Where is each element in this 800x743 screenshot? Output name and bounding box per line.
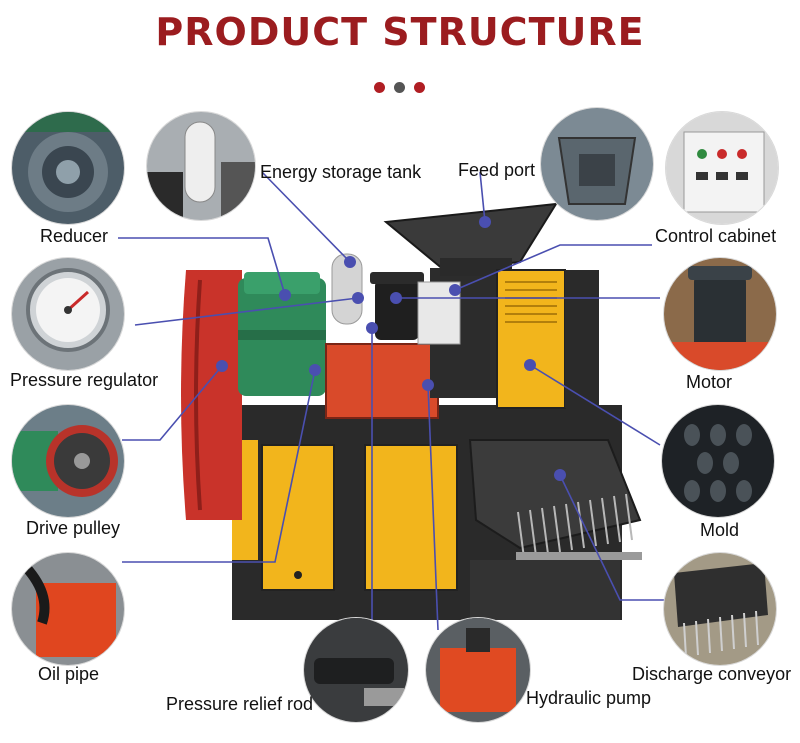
machine-hopper-neck: [440, 258, 512, 276]
label-pressure-regulator: Pressure regulator: [10, 370, 159, 390]
machine-conveyor-belt: [468, 439, 642, 550]
leader-pressure-regulator: [134, 297, 359, 326]
label-reducer: Reducer: [40, 226, 109, 246]
oil-pipe-icon: [12, 553, 124, 665]
cabinet-vents: [505, 281, 557, 323]
leader-lines: [118, 171, 672, 631]
machine-red-guard-edge: [194, 279, 202, 511]
machine-red-guard: [181, 270, 242, 520]
title-divider-dots: [374, 82, 428, 94]
leader-discharge-conveyor: [559, 474, 672, 601]
machine-storage-tank: [331, 253, 363, 325]
label-control-cabinet: Control cabinet: [655, 226, 777, 246]
pulley-icon: [12, 405, 124, 517]
divider-dot: [414, 82, 425, 93]
conveyor-icon: [664, 553, 776, 665]
label-pressure-relief-rod: Pressure relief rod: [166, 694, 314, 714]
machine-conveyor-frame: [516, 552, 642, 560]
machine-reducer-band: [238, 330, 326, 340]
label-drive-pulley: Drive pulley: [26, 518, 121, 538]
label-hydraulic-pump: Hydraulic pump: [526, 688, 652, 708]
leader-feed-port: [479, 171, 486, 223]
leader-control-cabinet: [454, 244, 652, 291]
leader-endpoints: [216, 216, 566, 481]
label-discharge-conveyor: Discharge conveyor: [632, 664, 792, 684]
machine-door-left: [261, 444, 335, 591]
hopper-icon: [541, 108, 653, 220]
machine-base-skirt: [470, 560, 620, 620]
leader-drive-pulley: [122, 365, 223, 441]
control-panel-icon: [666, 112, 778, 224]
leader-oil-pipe: [122, 369, 316, 563]
machine-door-middle: [364, 444, 458, 591]
label-mold: Mold: [700, 520, 740, 540]
hydraulic-pump-icon: [426, 618, 530, 722]
page-title: PRODUCT STRUCTURE: [155, 10, 645, 54]
label-oil-pipe: Oil pipe: [38, 664, 100, 684]
label-feed-port: Feed port: [458, 160, 536, 180]
machine-hydraulic-tank: [325, 343, 439, 419]
divider-dot: [394, 82, 405, 93]
machine-side-cabinet: [496, 269, 566, 409]
gear-reducer-icon: [12, 112, 124, 224]
label-motor: Motor: [686, 372, 733, 392]
machine-frame-right: [565, 270, 599, 408]
leader-hydraulic-pump: [427, 384, 439, 631]
machine-motor-cap: [370, 272, 424, 284]
motor-icon: [664, 258, 776, 370]
label-energy-storage-tank: Energy storage tank: [260, 162, 422, 182]
accumulator-tank-icon: [147, 112, 255, 220]
relief-rod-icon: [304, 618, 408, 722]
leader-mold: [529, 364, 661, 446]
divider-dot: [374, 82, 385, 93]
pressure-gauge-icon: [12, 258, 124, 370]
conveyor-comb: [517, 493, 633, 559]
mold-roller-icon: [662, 405, 774, 517]
leader-energy-tank: [261, 171, 351, 263]
machine-motor-body: [375, 280, 419, 340]
leader-reducer: [118, 237, 286, 296]
door-hole: [294, 571, 302, 579]
